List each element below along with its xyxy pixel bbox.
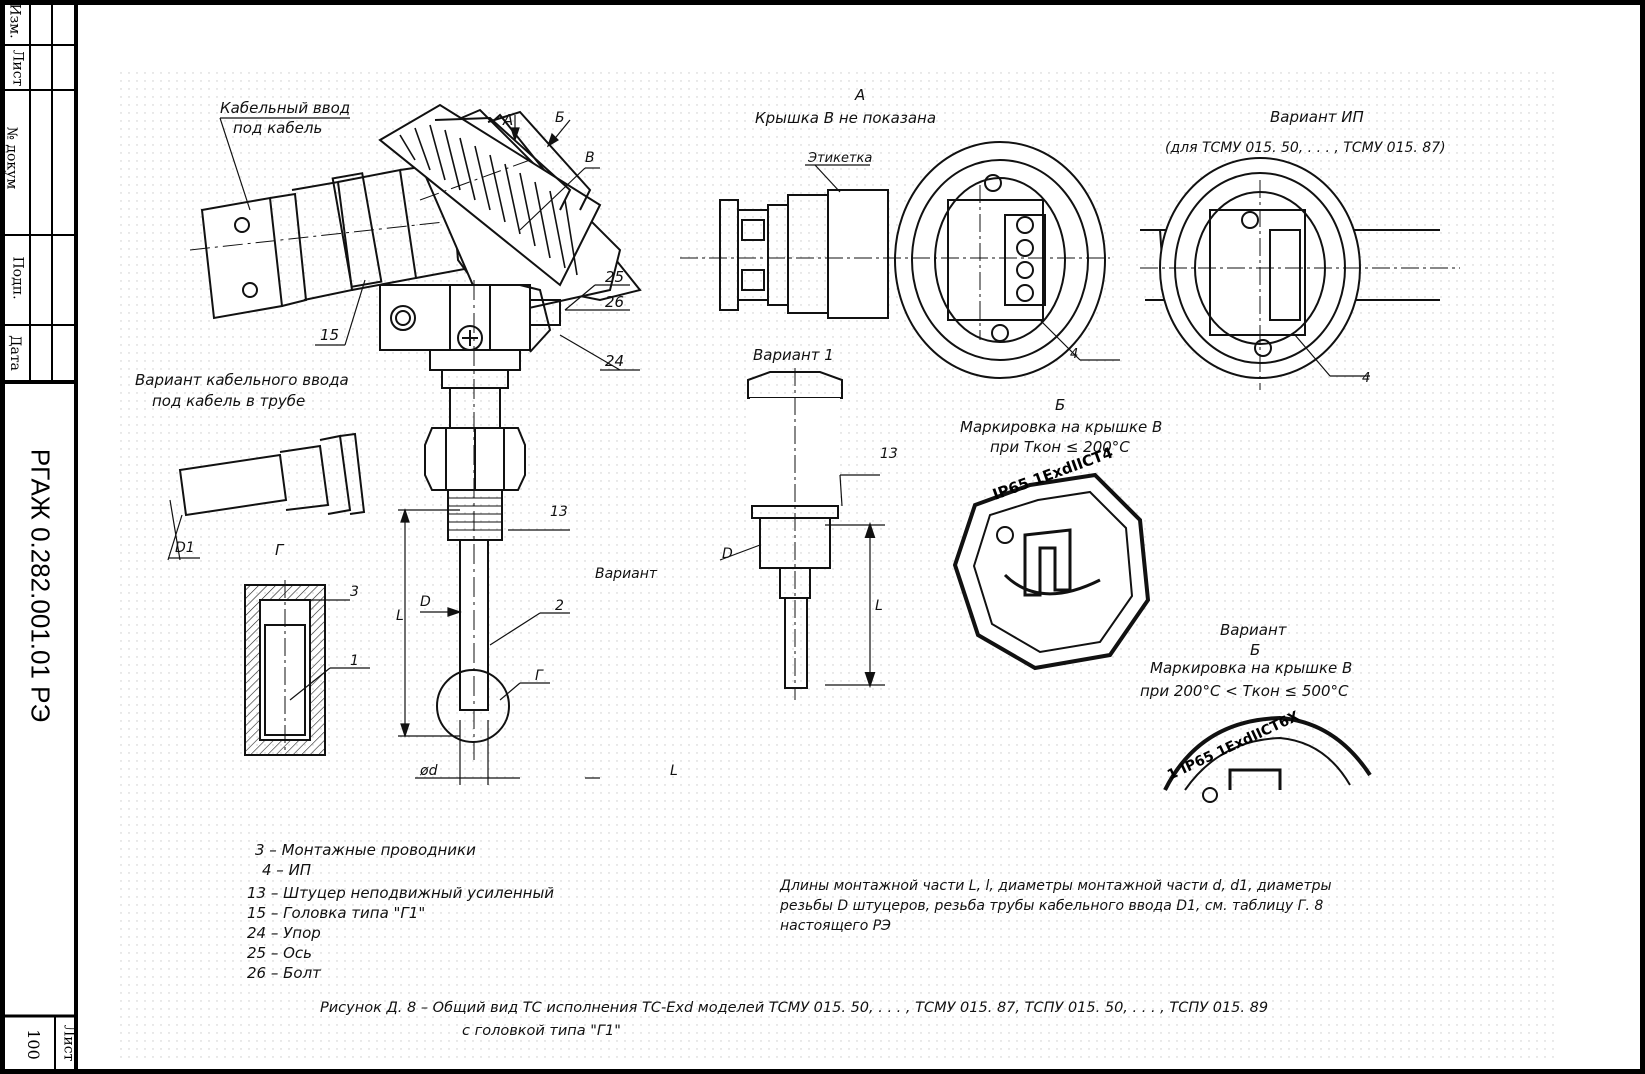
letter-v: В bbox=[585, 150, 595, 166]
dim-d: ød bbox=[419, 763, 438, 779]
cover-seal-b1 bbox=[952, 472, 1151, 671]
caption-line1: Рисунок Д. 8 – Общий вид ТС исполнения Т… bbox=[320, 1000, 1268, 1016]
variant-cable-pipe1: Вариант кабельного ввода bbox=[135, 371, 349, 389]
marking-b1-line2: при Ткон ≤ 200°С bbox=[990, 438, 1130, 456]
dim-D-main: D bbox=[420, 594, 431, 610]
title-block-grid bbox=[0, 0, 78, 1074]
technical-drawing: Кабельный ввод под кабель А Б В 15 25 26… bbox=[120, 70, 1560, 1060]
pos-2: 2 bbox=[555, 598, 564, 614]
legend-item-26: 26 – Болт bbox=[247, 964, 322, 982]
legend-item-25: 25 – Ось bbox=[247, 944, 312, 962]
note-block: Длины монтажной части L, l, диаметры мон… bbox=[779, 878, 1332, 934]
label-doc: № докум bbox=[3, 126, 20, 190]
callout-cable2: под кабель bbox=[233, 119, 322, 137]
pos-24: 24 bbox=[605, 352, 624, 370]
view-a bbox=[680, 141, 1120, 379]
dim-d1: D1 bbox=[175, 540, 195, 556]
marking-b2-line1: Маркировка на крышке В bbox=[1150, 659, 1352, 677]
variant-word: Вариант bbox=[595, 566, 658, 582]
pos-4b: 4 bbox=[1362, 371, 1370, 386]
note-line3: настоящего РЭ bbox=[780, 918, 891, 934]
pos-13-v1: 13 bbox=[880, 446, 898, 462]
note-line1: Длины монтажной части L, l, диаметры мон… bbox=[779, 878, 1332, 894]
pos-15: 15 bbox=[320, 326, 339, 344]
pos-3: 3 bbox=[350, 584, 359, 600]
variant-ip-view bbox=[1140, 157, 1460, 390]
title-block-strip: Изм. Лист № докум Подп. Дата РГАЖ 0.282.… bbox=[0, 0, 80, 1074]
dim-D-v1: D bbox=[722, 546, 733, 562]
pos-4a: 4 bbox=[1070, 347, 1078, 362]
marking-b2-line2: при 200°С < Ткон ≤ 500°С bbox=[1140, 682, 1349, 700]
legend-item-4: 4 – ИП bbox=[262, 861, 311, 879]
variant-cable-pipe2: под кабель в трубе bbox=[152, 392, 305, 410]
caption-line2: с головкой типа "Г1" bbox=[462, 1023, 621, 1039]
variant-ip-models: (для ТСМУ 015. 50, . . . , ТСМУ 015. 87) bbox=[1165, 140, 1446, 156]
legend: 3 – Монтажные проводники 4 – ИП 13 – Шту… bbox=[247, 841, 554, 982]
view-a-letter: А bbox=[854, 86, 865, 104]
marking-b1-line1: Маркировка на крышке В bbox=[960, 418, 1162, 436]
pos-25: 25 bbox=[605, 268, 624, 286]
head-body bbox=[378, 103, 642, 312]
dim-l: L bbox=[670, 763, 678, 779]
letter-a: А bbox=[502, 111, 513, 129]
section-g bbox=[244, 580, 370, 756]
dim-L-main: L bbox=[396, 608, 404, 624]
view-a-note: Крышка В не показана bbox=[755, 109, 936, 127]
leader-lines bbox=[219, 115, 640, 701]
label-list: Лист bbox=[9, 49, 26, 87]
figure-caption: Рисунок Д. 8 – Общий вид ТС исполнения Т… bbox=[320, 1000, 1268, 1039]
variant-ip-title: Вариант ИП bbox=[1270, 108, 1364, 126]
callout-cable: Кабельный ввод bbox=[220, 99, 350, 117]
variant-b2-title: Вариант bbox=[1220, 621, 1288, 639]
main-dimensions bbox=[398, 508, 600, 785]
variant-1: Вариант 1 bbox=[753, 346, 834, 364]
pos-g: Г bbox=[535, 668, 544, 684]
sheet-number: 100 bbox=[23, 1029, 43, 1060]
label-data: Дата bbox=[6, 335, 23, 371]
sheet-label: Лист bbox=[60, 1024, 77, 1062]
label-etiketka: Этикетка bbox=[807, 151, 872, 166]
document-number: РГАЖ 0.282.001.01 РЭ bbox=[25, 448, 56, 723]
legend-item-15: 15 – Головка типа "Г1" bbox=[247, 904, 425, 922]
letter-b: Б bbox=[555, 110, 565, 126]
pipe-cable-variant bbox=[167, 432, 366, 561]
note-line2: резьбы D штуцеров, резьба трубы кабельно… bbox=[779, 898, 1323, 914]
view-b-letter: Б bbox=[1055, 396, 1065, 414]
pos-13: 13 bbox=[550, 504, 568, 520]
pos-1: 1 bbox=[350, 653, 359, 669]
pos-26: 26 bbox=[605, 293, 624, 311]
variant-1-view bbox=[719, 368, 885, 700]
head-base bbox=[379, 280, 561, 760]
legend-item-13: 13 – Штуцер неподвижный усиленный bbox=[247, 884, 554, 902]
label-podp: Подп. bbox=[9, 256, 26, 300]
cover-seal-b2 bbox=[1163, 715, 1372, 803]
variant-b2-letter: Б bbox=[1250, 641, 1260, 659]
legend-item-24: 24 – Упор bbox=[247, 924, 321, 942]
main-assembly-view bbox=[189, 103, 642, 785]
legend-item-3: 3 – Монтажные проводники bbox=[255, 841, 476, 859]
section-g-label: Г bbox=[275, 541, 285, 559]
label-izm: Изм. bbox=[6, 3, 23, 39]
dim-L-v1: L bbox=[875, 598, 883, 614]
